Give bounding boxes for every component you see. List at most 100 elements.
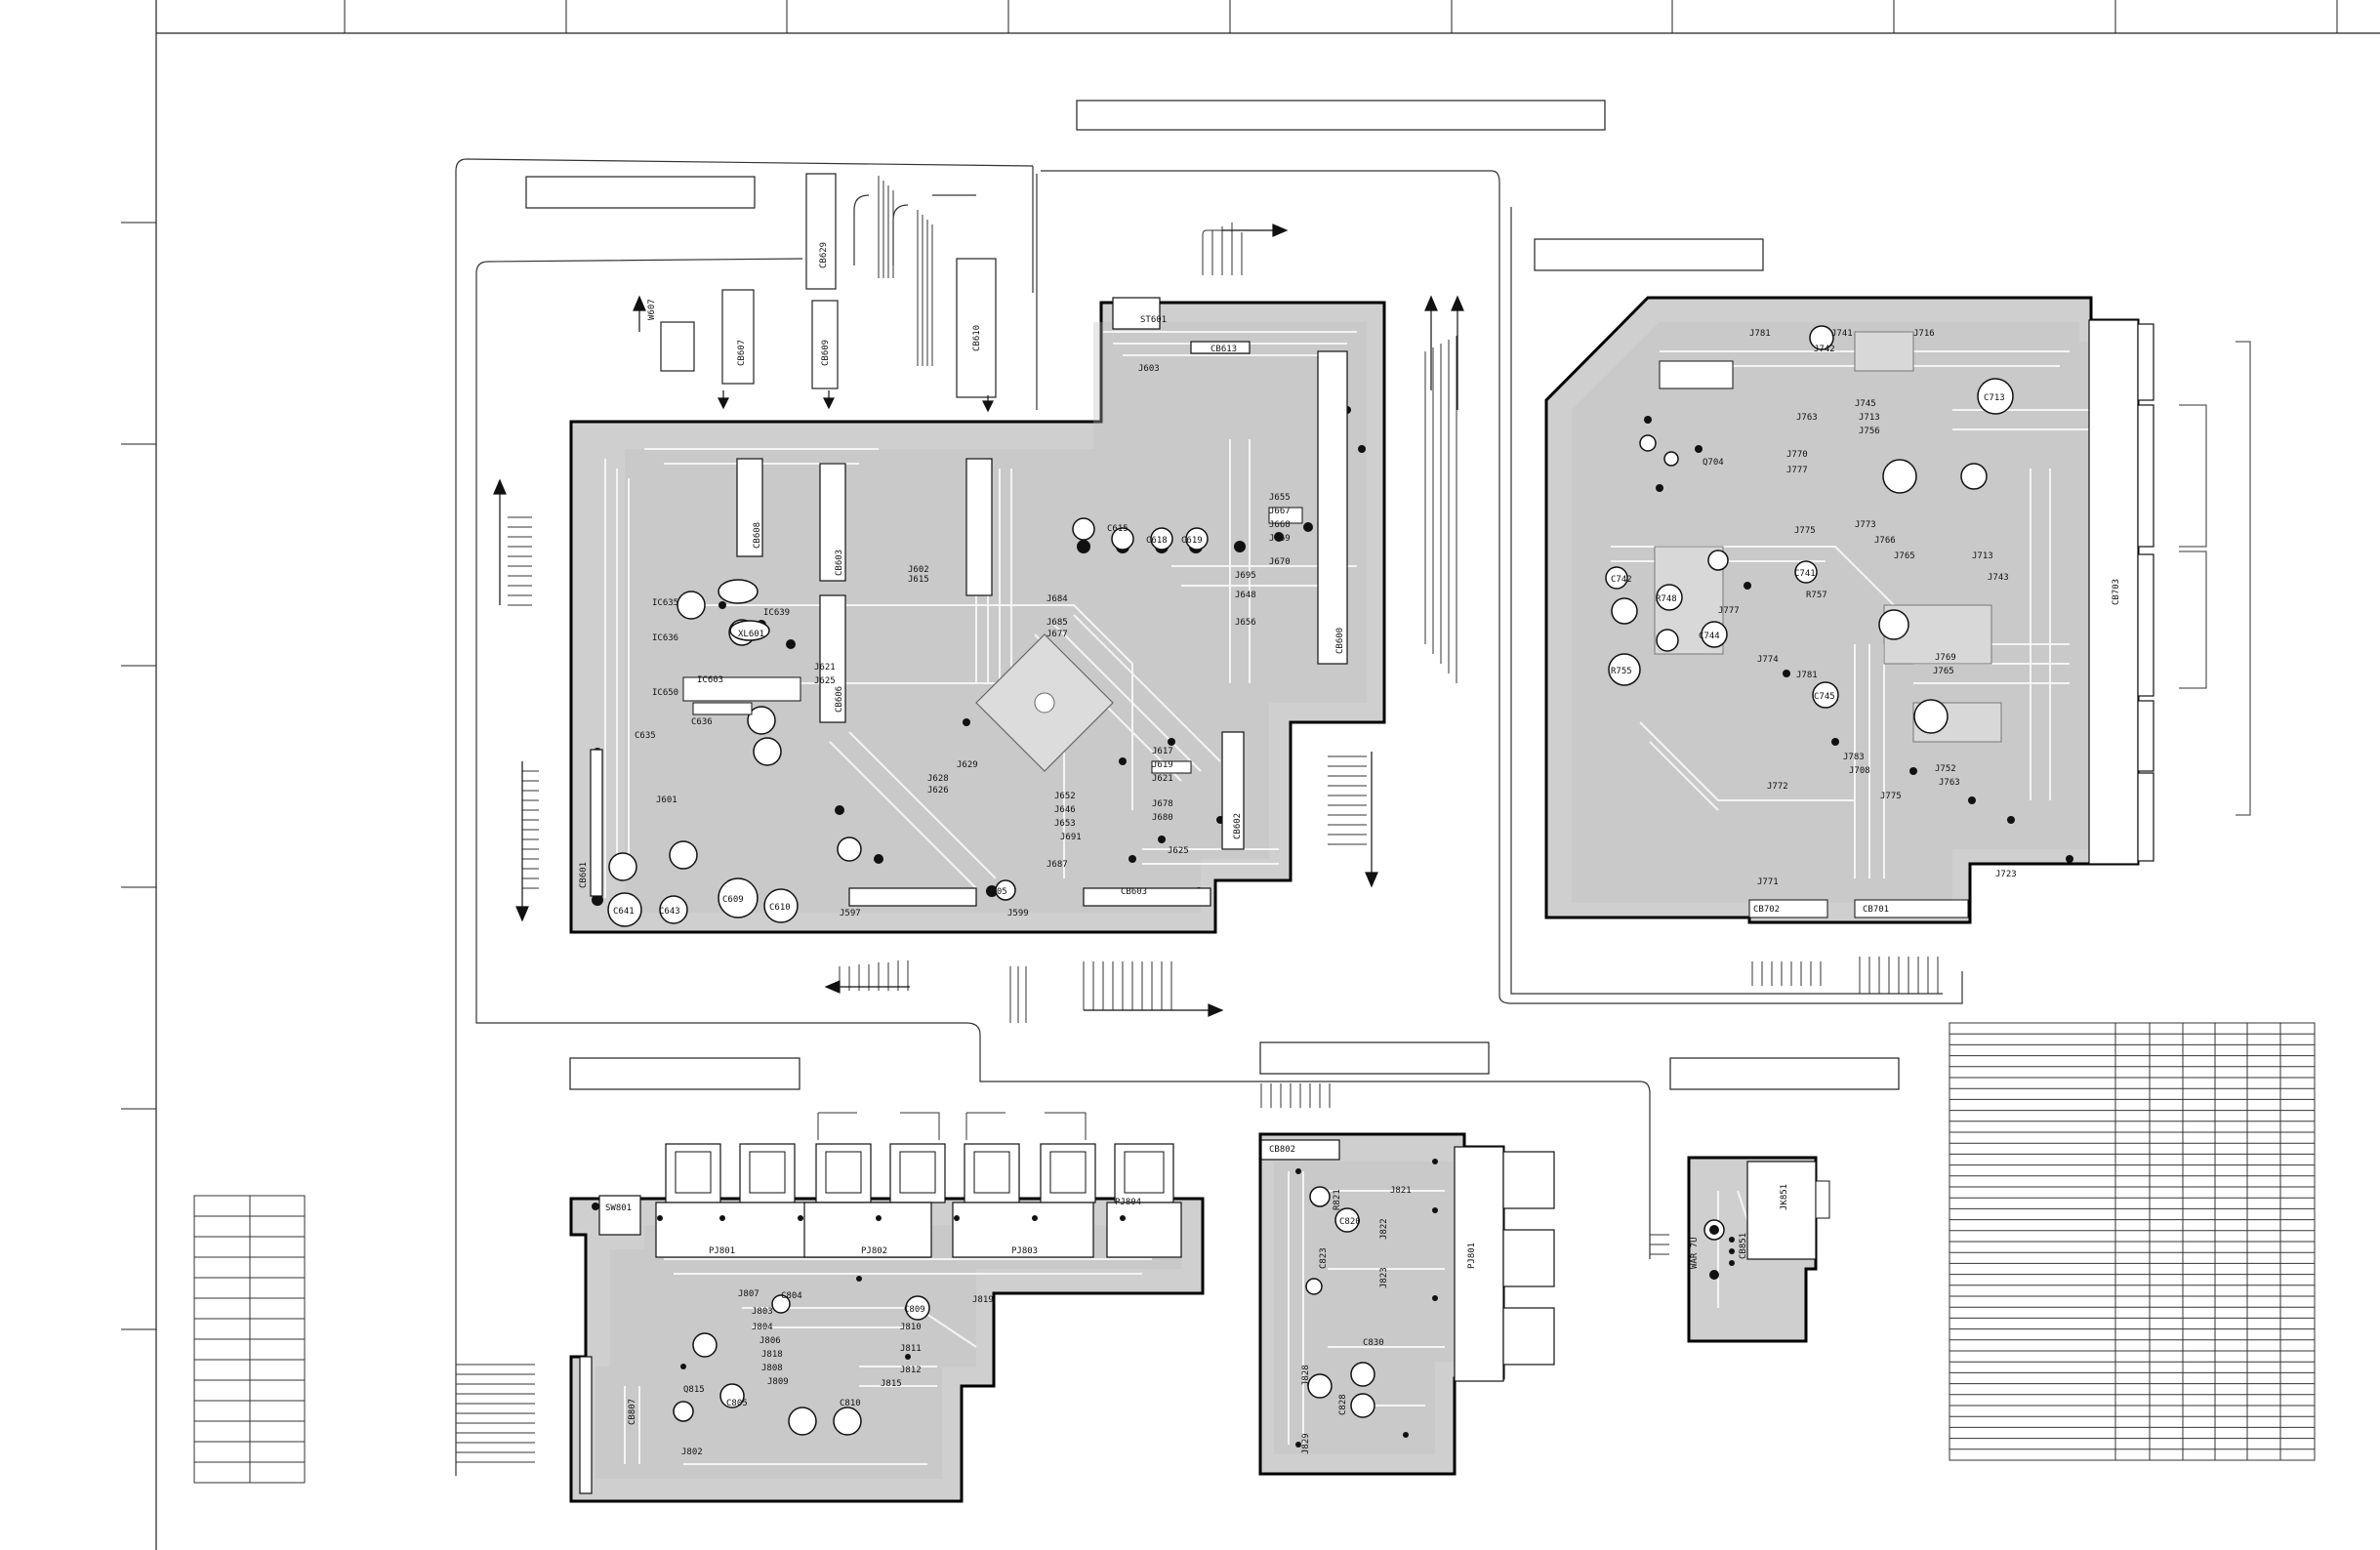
label-WAR7U: WAR 7U <box>1690 1237 1700 1269</box>
label-PJ803: PJ803 <box>1011 1246 1038 1256</box>
main-headers <box>590 297 1348 907</box>
label-J655: J655 <box>1269 493 1291 503</box>
label-J762: J772 <box>1767 782 1788 792</box>
label-J656: J656 <box>1235 618 1256 628</box>
label-J822: J822 <box>1379 1218 1389 1240</box>
label-CB600: CB600 <box>1335 628 1345 654</box>
label-J716: J716 <box>1913 329 1935 339</box>
header-CB602 <box>1221 731 1245 850</box>
label-IC635: IC635 <box>652 598 678 608</box>
label-C804: C804 <box>781 1291 802 1301</box>
label-C741: C742 <box>1611 575 1632 585</box>
label-J772: J777 <box>1718 606 1740 616</box>
label-CB606: CB606 <box>835 686 844 713</box>
header-CB807 <box>579 1356 593 1494</box>
rca-jack-6 <box>1040 1143 1096 1203</box>
label-J802: J802 <box>681 1448 703 1457</box>
label-C641: C641 <box>613 907 635 917</box>
connector-CB610 <box>956 258 997 398</box>
label-J670: J670 <box>1269 557 1291 567</box>
arrow-up-left-main <box>493 478 507 605</box>
label-XL601: XL601 <box>738 630 764 639</box>
label-J645: J629 <box>957 760 978 770</box>
label-CB607: CB607 <box>737 340 747 366</box>
label-J804: J804 <box>752 1323 773 1332</box>
label-J806: J806 <box>759 1336 781 1346</box>
label-C609: C609 <box>722 895 744 905</box>
top-column-ticks <box>344 0 2338 33</box>
output-board: CB802 J821 C820 C830 PJ801 J822 J823 J82… <box>1258 1132 1555 1476</box>
label-J602: J602 <box>908 565 929 575</box>
label-J740: J765 <box>1933 667 1954 676</box>
label-J749: J770 <box>1786 450 1808 460</box>
input-traces <box>624 1258 1152 1465</box>
label-CB802: CB802 <box>1269 1145 1295 1155</box>
label-C742: C744 <box>1699 632 1720 641</box>
rca-jack-3 <box>815 1143 872 1203</box>
label-J612: J615 <box>908 575 929 585</box>
label-C605: C605 <box>986 887 1007 897</box>
amp-board: CB702 CB701 R757 C742 R755 R748 C744 C74… <box>1544 296 2154 924</box>
label-J617: J621 <box>1152 774 1173 784</box>
label-J616: J619 <box>1152 760 1173 770</box>
label-C610: C610 <box>769 903 791 913</box>
rca-jack-2 <box>739 1143 796 1203</box>
label-J723: J742 <box>1814 345 1835 354</box>
label-J811: J811 <box>900 1344 922 1354</box>
jack-board-title-box <box>1669 1057 1900 1090</box>
label-J599: J599 <box>1007 909 1029 918</box>
label-J788: J781 <box>1796 671 1818 680</box>
stubs-left-of-main <box>508 516 539 889</box>
label-Q704: Q704 <box>1703 458 1724 468</box>
cable-connectors: W607 CB607 CB629 CB609 CB610 <box>647 173 997 398</box>
label-J668: J668 <box>1269 520 1291 530</box>
arrow-up-w607 <box>633 295 646 332</box>
label-CB609: CB609 <box>821 340 831 366</box>
label-JK851: JK851 <box>1780 1184 1789 1210</box>
main-ics <box>682 507 1303 774</box>
label-C820: C820 <box>1339 1217 1361 1227</box>
label-IC603: IC603 <box>697 675 723 685</box>
header-ST601 <box>1112 297 1161 330</box>
label-J727: J745 <box>1855 399 1876 409</box>
label-C745: R748 <box>1656 594 1677 604</box>
jack-board: WAR 7U CB851 JK851 <box>1687 1156 1830 1343</box>
header-CB600 <box>1317 350 1348 665</box>
label-C810: C810 <box>840 1399 861 1408</box>
right-blank-table <box>1949 1022 2316 1461</box>
label-J736: J763 <box>1796 413 1818 423</box>
connector-CB629 <box>805 173 837 290</box>
label-J678: J680 <box>1152 813 1173 823</box>
label-J818: J818 <box>761 1350 783 1360</box>
input-board-title-box <box>569 1057 800 1090</box>
arrow-left-bottom <box>824 980 910 994</box>
label-ST601: ST601 <box>1140 315 1167 325</box>
label-PJ801: PJ801 <box>709 1246 735 1256</box>
label-J677: J678 <box>1152 799 1173 809</box>
label-C744: C745 <box>1814 692 1835 702</box>
label-J766: J775 <box>1794 526 1816 536</box>
amp-bottom-connectors <box>1659 360 1969 918</box>
jack-pads <box>1729 1237 1735 1266</box>
label-J649: J648 <box>1235 591 1256 600</box>
label-J652: J652 <box>1054 792 1076 801</box>
label-C830: C830 <box>1363 1338 1384 1348</box>
amp-labels: CB702 CB701 R757 C742 R755 R748 C744 C74… <box>1611 329 2121 915</box>
label-J767: J777 <box>1786 466 1808 475</box>
input-board: SW801 PJ801 PJ802 PJ803 PJ804 J807 J803 … <box>569 1143 1205 1503</box>
label-C635: C635 <box>635 731 656 741</box>
output-labels: CB802 J821 C820 C830 PJ801 J822 J823 J82… <box>1269 1145 1477 1454</box>
header-CB615 <box>1083 887 1211 907</box>
label-J667: J667 <box>1269 507 1291 516</box>
label-CB702: CB702 <box>1753 905 1780 915</box>
label-J691: J691 <box>1060 833 1082 842</box>
input-caps <box>673 1294 930 1436</box>
label-CB613: CB613 <box>1211 345 1237 354</box>
label-PJ802: PJ802 <box>861 1246 887 1256</box>
label-J803: J803 <box>752 1307 773 1317</box>
label-J714: J713 <box>1972 551 1993 561</box>
main-labels: ST601 CB613 IC635 IC636 IC639 XL601 IC60… <box>579 315 1345 918</box>
label-J648: J646 <box>1054 805 1076 815</box>
label-CB610: CB610 <box>972 325 982 351</box>
label-J829: J829 <box>1301 1433 1311 1454</box>
